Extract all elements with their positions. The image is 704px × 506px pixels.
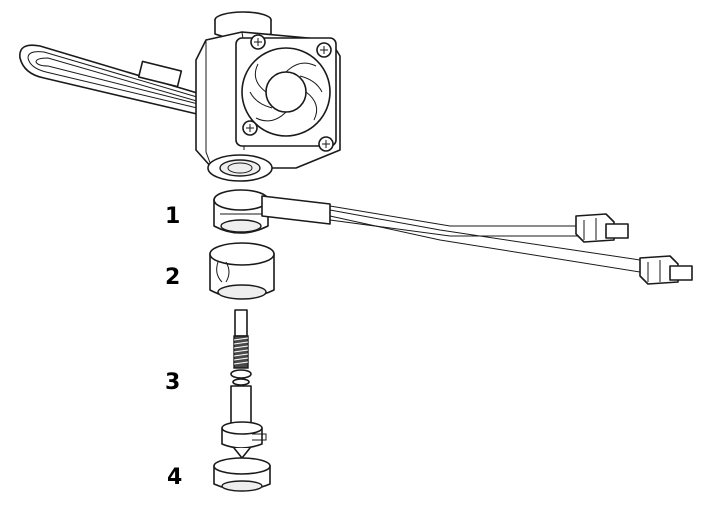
callout-2: 2 xyxy=(165,265,181,290)
heater-cable-loop xyxy=(19,44,215,130)
fan-blades xyxy=(249,62,323,122)
callout-1: 1 xyxy=(165,204,181,229)
cable-connector-lower xyxy=(639,255,693,285)
fan-screws xyxy=(242,34,334,152)
part-4-nozzle-nut xyxy=(213,457,271,492)
part-2-silicone-cover xyxy=(209,242,275,300)
thread-lines xyxy=(233,337,249,365)
hotend-assembly xyxy=(195,11,341,182)
part-1-sensor-cap xyxy=(213,189,269,234)
callout-3: 3 xyxy=(165,370,181,395)
sensor-cable xyxy=(261,195,641,273)
cable-connector-upper xyxy=(575,213,629,243)
part-3-nozzle xyxy=(221,309,267,459)
callout-4: 4 xyxy=(167,465,183,490)
